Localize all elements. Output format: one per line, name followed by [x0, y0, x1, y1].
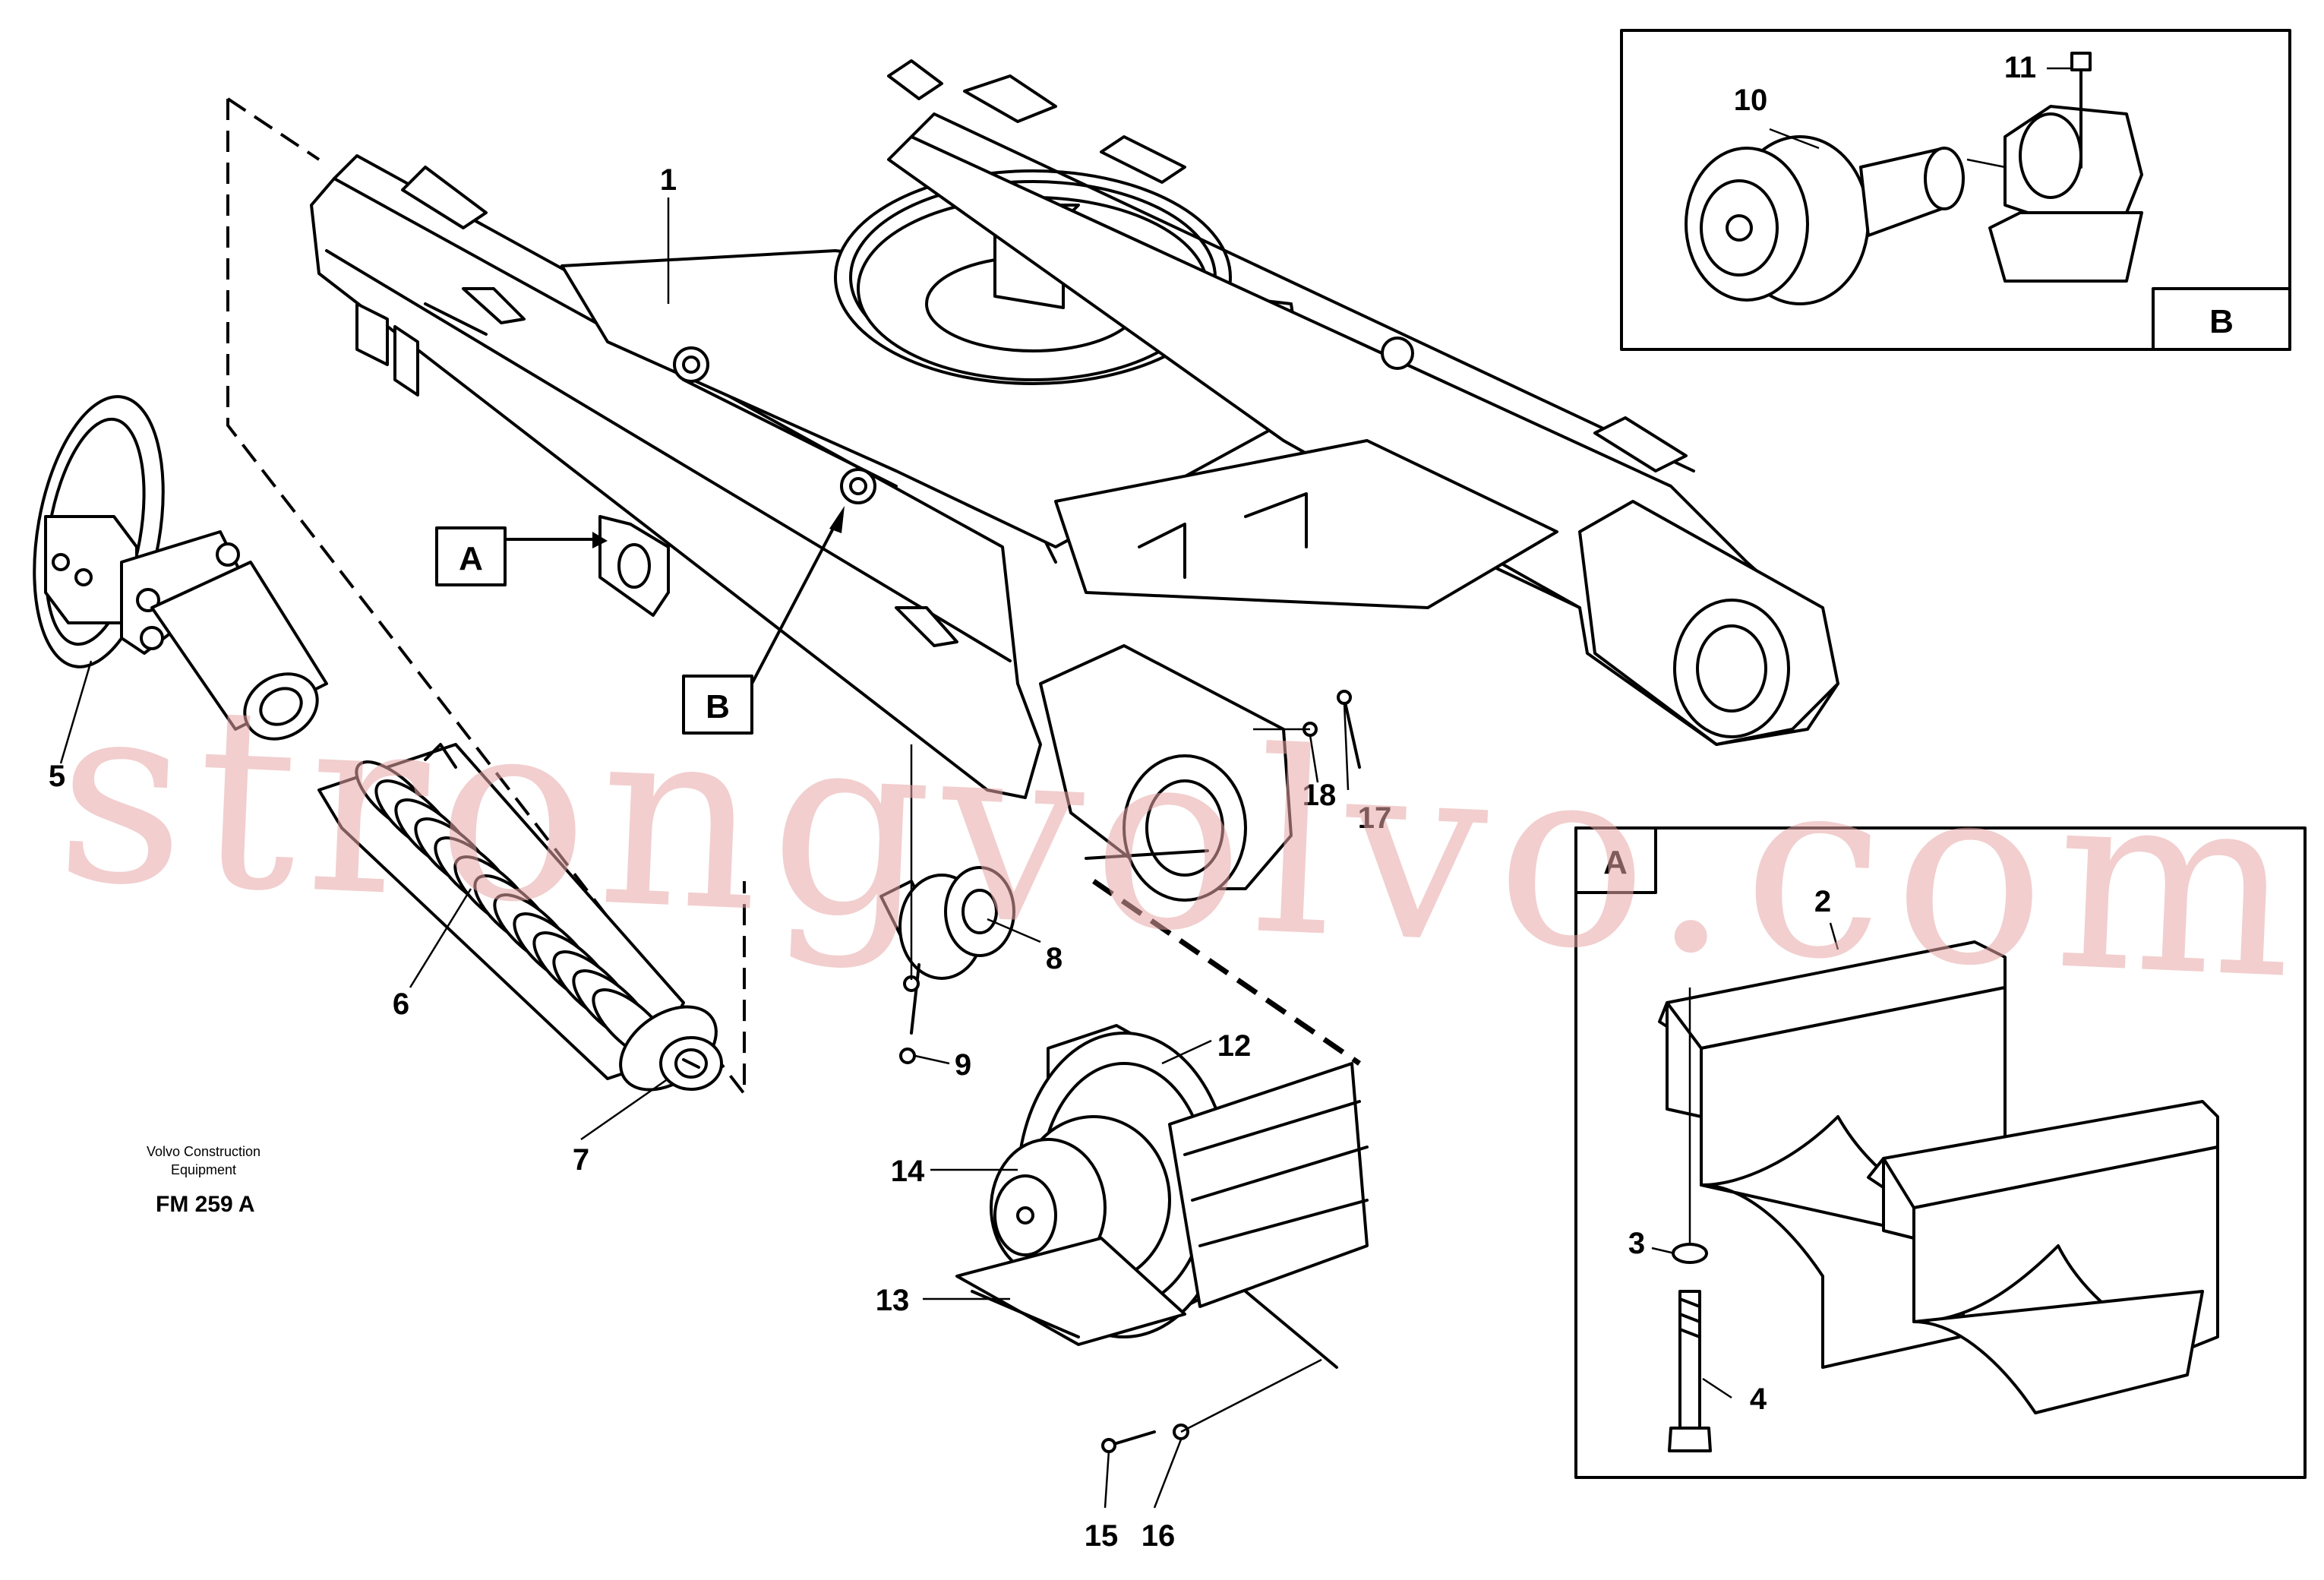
- part-number-10: 10: [1734, 84, 1768, 117]
- detail-box-b-label: B: [2209, 303, 2234, 340]
- part-number-17: 17: [1358, 801, 1392, 835]
- part-number-6: 6: [393, 988, 409, 1021]
- part-number-7: 7: [573, 1143, 589, 1177]
- part-number-4: 4: [1750, 1382, 1767, 1416]
- part-number-2: 2: [1814, 885, 1831, 918]
- leader-lines: [59, 198, 1350, 1509]
- part-number-11: 11: [2004, 51, 2036, 84]
- detail-box-a: [1574, 826, 2307, 1479]
- callout-tag-b: B: [682, 506, 845, 735]
- detail-box-a-label: A: [1603, 844, 1628, 881]
- svg-text:A: A: [459, 540, 483, 577]
- part-number-18: 18: [1303, 779, 1337, 812]
- part-number-1: 1: [660, 163, 677, 197]
- detail-box-b: [1620, 29, 2291, 351]
- credit-line-2: Equipment: [171, 1162, 236, 1177]
- figure-credit: Volvo Construction Equipment FM 259 A: [147, 1144, 261, 1217]
- idler-wheel: [33, 395, 328, 741]
- part-number-8: 8: [1046, 942, 1063, 975]
- part-number-16: 16: [1141, 1519, 1176, 1553]
- hardware-bolts: [1101, 690, 1361, 1453]
- svg-text:B: B: [706, 688, 730, 725]
- part-number-5: 5: [49, 760, 65, 793]
- part-number-15: 15: [1085, 1519, 1119, 1553]
- credit-line-1: Volvo Construction: [147, 1144, 261, 1159]
- part-number-9: 9: [955, 1048, 971, 1082]
- recoil-spring: [317, 743, 723, 1092]
- watermark: strongvolvo.com: [52, 646, 2310, 1035]
- part-numbers: 1 2 3 4 5 6 7 8 9 10 11 12 13 14 15 16 1…: [49, 51, 2036, 1553]
- callout-tag-a: A: [435, 526, 608, 586]
- top-roller: [879, 744, 1015, 1064]
- sprocket-drive: [955, 879, 1369, 1369]
- part-number-3: 3: [1628, 1227, 1645, 1260]
- part-number-12: 12: [1217, 1029, 1252, 1063]
- figure-code: FM 259 A: [156, 1192, 255, 1217]
- undercarriage-frame: [226, 59, 1839, 1098]
- part-number-13: 13: [876, 1284, 910, 1317]
- part-number-14: 14: [891, 1155, 925, 1188]
